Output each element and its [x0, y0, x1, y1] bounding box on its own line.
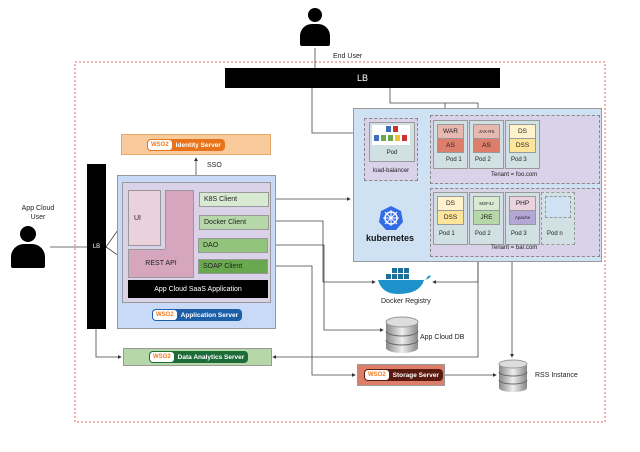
end-user-icon [298, 8, 332, 46]
sso-label: SSO [207, 162, 222, 169]
container: DSS [509, 138, 536, 153]
container [545, 196, 571, 218]
wso2-logo: WSO2 [148, 140, 172, 150]
kubernetes-logo-icon [379, 206, 403, 230]
application-server-label: Application Server [180, 311, 239, 319]
database-icon [385, 316, 419, 353]
pod-label: Pod 2 [475, 231, 491, 237]
container: WAR [437, 124, 464, 139]
docker-registry-label: Docker Registry [381, 298, 431, 305]
bar-pod-n: Pod n [541, 192, 575, 245]
pod-label: Pod 1 [439, 231, 455, 237]
end-user-label: End User [333, 53, 363, 60]
container: JAX-RS [473, 124, 500, 139]
wso2-logo: WSO2 [365, 370, 389, 380]
container: JRE [473, 210, 500, 225]
data-analytics-label: Data Analytics Server [177, 353, 245, 361]
pod-label: Pod n [547, 231, 563, 237]
tenant-foo-label: Tenant = foo.com [491, 172, 538, 178]
saas-application: App Cloud SaaS Application [128, 280, 268, 298]
cloud-boundary [74, 61, 606, 423]
pod-label: Pod 1 [446, 157, 462, 163]
haproxy-logo [372, 125, 410, 145]
kubernetes-label: kubernetes [366, 233, 415, 243]
ui-box: UI [128, 190, 161, 246]
load-balancer-label: load-balancer [372, 168, 410, 174]
wso2-logo: WSO2 [150, 352, 174, 362]
docker-client: Docker Client [199, 215, 269, 230]
app-cloud-user-label: App Cloud User [21, 205, 55, 221]
dao: DAO [198, 238, 268, 253]
container: Apache [509, 210, 536, 225]
container: DS [509, 124, 536, 139]
pod-label: Pod 3 [511, 231, 527, 237]
container: AS [473, 138, 500, 153]
left-load-balancer: LB [87, 164, 106, 329]
k8s-client: K8S Client [199, 192, 269, 207]
load-balancer-group: Pod load-balancer [364, 118, 418, 181]
haproxy-pod: Pod [369, 122, 415, 162]
app-cloud-user-icon [10, 226, 46, 268]
container: DS [437, 196, 464, 211]
pod-label: Pod [386, 150, 398, 156]
app-cloud-db-label: App Cloud DB [420, 334, 465, 341]
rest-api-box: REST API [128, 249, 194, 278]
application-server: UI REST API K8S Client Docker Client DAO… [117, 175, 276, 329]
pod-label: Pod 2 [475, 157, 491, 163]
container: MSF4J [473, 196, 500, 211]
top-load-balancer: LB [225, 68, 500, 88]
wso2-logo: WSO2 [153, 310, 177, 320]
container: AS [437, 138, 464, 153]
tenant-bar-label: Tenant = bar.com [491, 245, 538, 251]
identity-server-label: Identity Server [175, 141, 221, 149]
container: PHP [509, 196, 536, 211]
container: DSS [437, 210, 464, 225]
rss-database-icon [498, 359, 528, 392]
soap-client: SOAP Client [198, 259, 268, 274]
storage-server-label: Storage Server [392, 371, 439, 379]
pod-label: Pod 3 [511, 157, 527, 163]
rss-instance-label: RSS Instance [535, 372, 578, 379]
docker-whale-icon [378, 268, 431, 294]
